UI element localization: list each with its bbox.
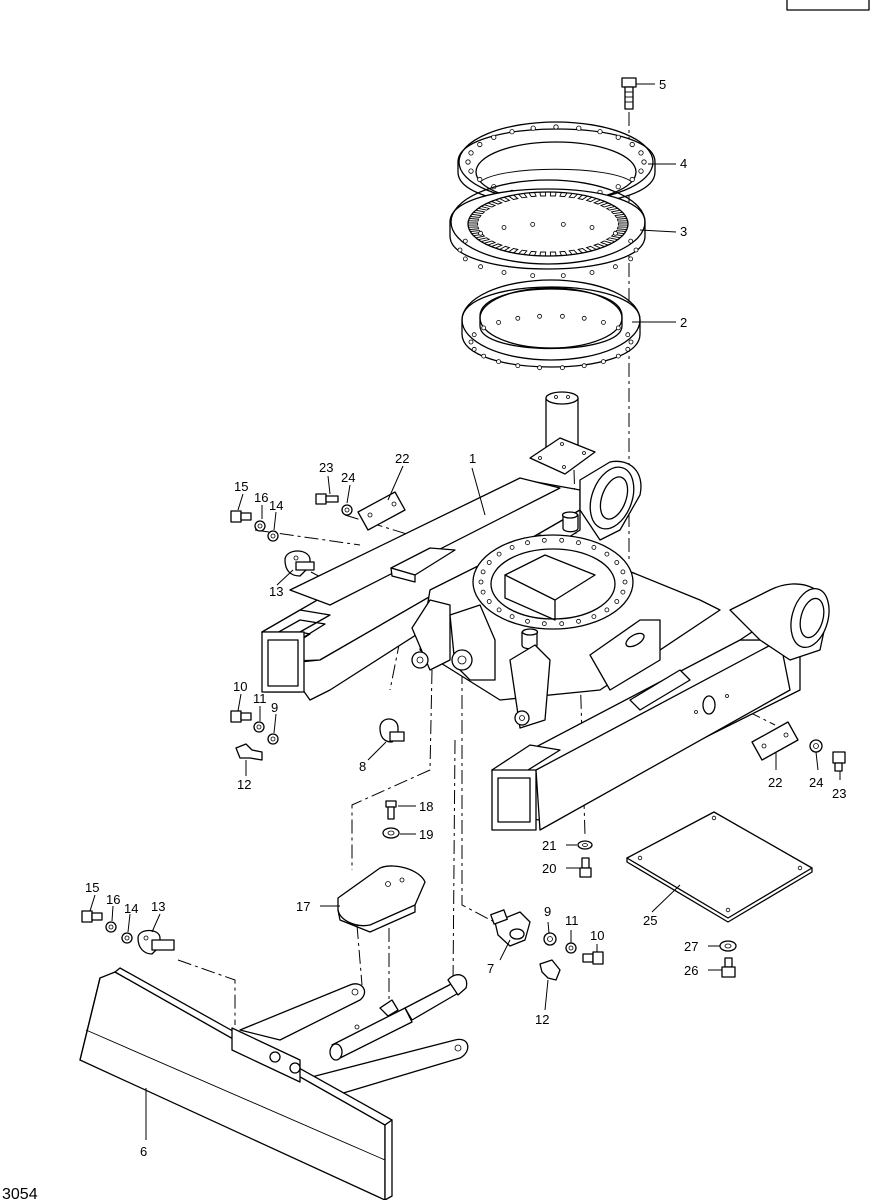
callout-26: 26 — [684, 963, 698, 978]
part-10-bolt-right — [582, 951, 604, 965]
callout-12-right: 12 — [535, 1012, 549, 1027]
callout-19: 19 — [419, 827, 433, 842]
part-25-cover-plate — [626, 811, 813, 923]
part-6-dozer-blade — [79, 967, 469, 1200]
callout-8: 8 — [359, 759, 366, 774]
callout-9-right: 9 — [544, 904, 551, 919]
callout-4: 4 — [680, 156, 687, 171]
callout-15-lower: 15 — [85, 880, 99, 895]
part-5-bolt — [621, 77, 637, 110]
callout-27: 27 — [684, 939, 698, 954]
callout-18: 18 — [419, 799, 433, 814]
part-16-washer-upper — [254, 520, 266, 532]
callout-3: 3 — [680, 224, 687, 239]
part-13-pin-upper — [284, 550, 315, 577]
part-24-washer-upper — [341, 504, 353, 516]
part-2-lower-ring — [461, 279, 641, 371]
callout-24-upper: 24 — [341, 470, 355, 485]
callout-25: 25 — [643, 913, 657, 928]
part-11-washer-left — [253, 721, 265, 733]
part-9-nut-right — [543, 932, 557, 946]
callout-2: 2 — [680, 315, 687, 330]
callout-13-upper: 13 — [269, 584, 283, 599]
callout-14-lower: 14 — [124, 901, 138, 916]
callout-6: 6 — [140, 1144, 147, 1159]
part-14-nut-upper — [267, 530, 279, 542]
callout-15-upper: 15 — [234, 479, 248, 494]
part-8-pin — [379, 718, 405, 743]
callout-23-lower: 23 — [832, 786, 846, 801]
part-18-bolt — [385, 800, 397, 820]
callout-17: 17 — [296, 899, 310, 914]
part-26-bolt — [721, 957, 736, 978]
part-23-bolt-lower — [832, 751, 846, 772]
part-24-washer-lower — [809, 739, 823, 753]
part-9-nut-left — [267, 733, 279, 745]
callout-10-right: 10 — [590, 928, 604, 943]
callout-24-lower: 24 — [809, 775, 823, 790]
callout-13-lower: 13 — [151, 899, 165, 914]
part-10-bolt-left — [230, 710, 252, 723]
figure-number: 3054 — [2, 1186, 38, 1200]
corner-box — [786, 0, 870, 11]
callout-1: 1 — [469, 451, 476, 466]
part-22-cover-plate-upper — [357, 491, 406, 531]
part-15-bolt-upper — [230, 510, 252, 523]
callout-16-upper: 16 — [254, 490, 268, 505]
part-23-bolt-upper — [315, 493, 339, 505]
part-21-washer — [577, 840, 593, 850]
part-14-nut-lower — [121, 932, 133, 944]
swivel-joint — [529, 391, 596, 475]
part-1-track-frame — [261, 460, 830, 831]
part-7-pin — [490, 909, 531, 947]
callout-labels: 5 4 3 2 1 22 23 24 15 16 14 13 10 11 9 1… — [2, 77, 846, 1200]
callout-11-right: 11 — [565, 913, 579, 928]
part-13-pin-lower — [137, 929, 175, 955]
part-11-washer-right — [565, 942, 577, 954]
part-4-upper-ring — [457, 121, 656, 206]
part-3-gear-ring — [449, 179, 646, 279]
callout-23-upper: 23 — [319, 460, 333, 475]
callout-5: 5 — [659, 77, 666, 92]
callout-11-left: 11 — [253, 691, 267, 706]
part-27-washer — [719, 940, 737, 952]
callout-10-left: 10 — [233, 679, 247, 694]
part-22-cover-plate-lower — [751, 721, 799, 761]
part-16-washer-lower — [105, 921, 117, 933]
callout-14-upper: 14 — [269, 498, 283, 513]
callout-16-lower: 16 — [106, 892, 120, 907]
part-12-fitting-right — [539, 959, 561, 981]
part-20-bolt — [579, 857, 592, 878]
part-15-bolt-lower — [81, 910, 103, 923]
callout-7: 7 — [487, 961, 494, 976]
callout-20: 20 — [542, 861, 556, 876]
callout-21: 21 — [542, 838, 556, 853]
part-19-washer — [382, 827, 400, 839]
part-12-fitting-left — [235, 743, 263, 761]
callout-22-upper: 22 — [395, 451, 409, 466]
callout-9-left: 9 — [271, 700, 278, 715]
callout-22-lower: 22 — [768, 775, 782, 790]
leader-lines — [89, 83, 841, 1140]
callout-12-left: 12 — [237, 777, 251, 792]
part-17-mounting-plate — [337, 865, 426, 933]
